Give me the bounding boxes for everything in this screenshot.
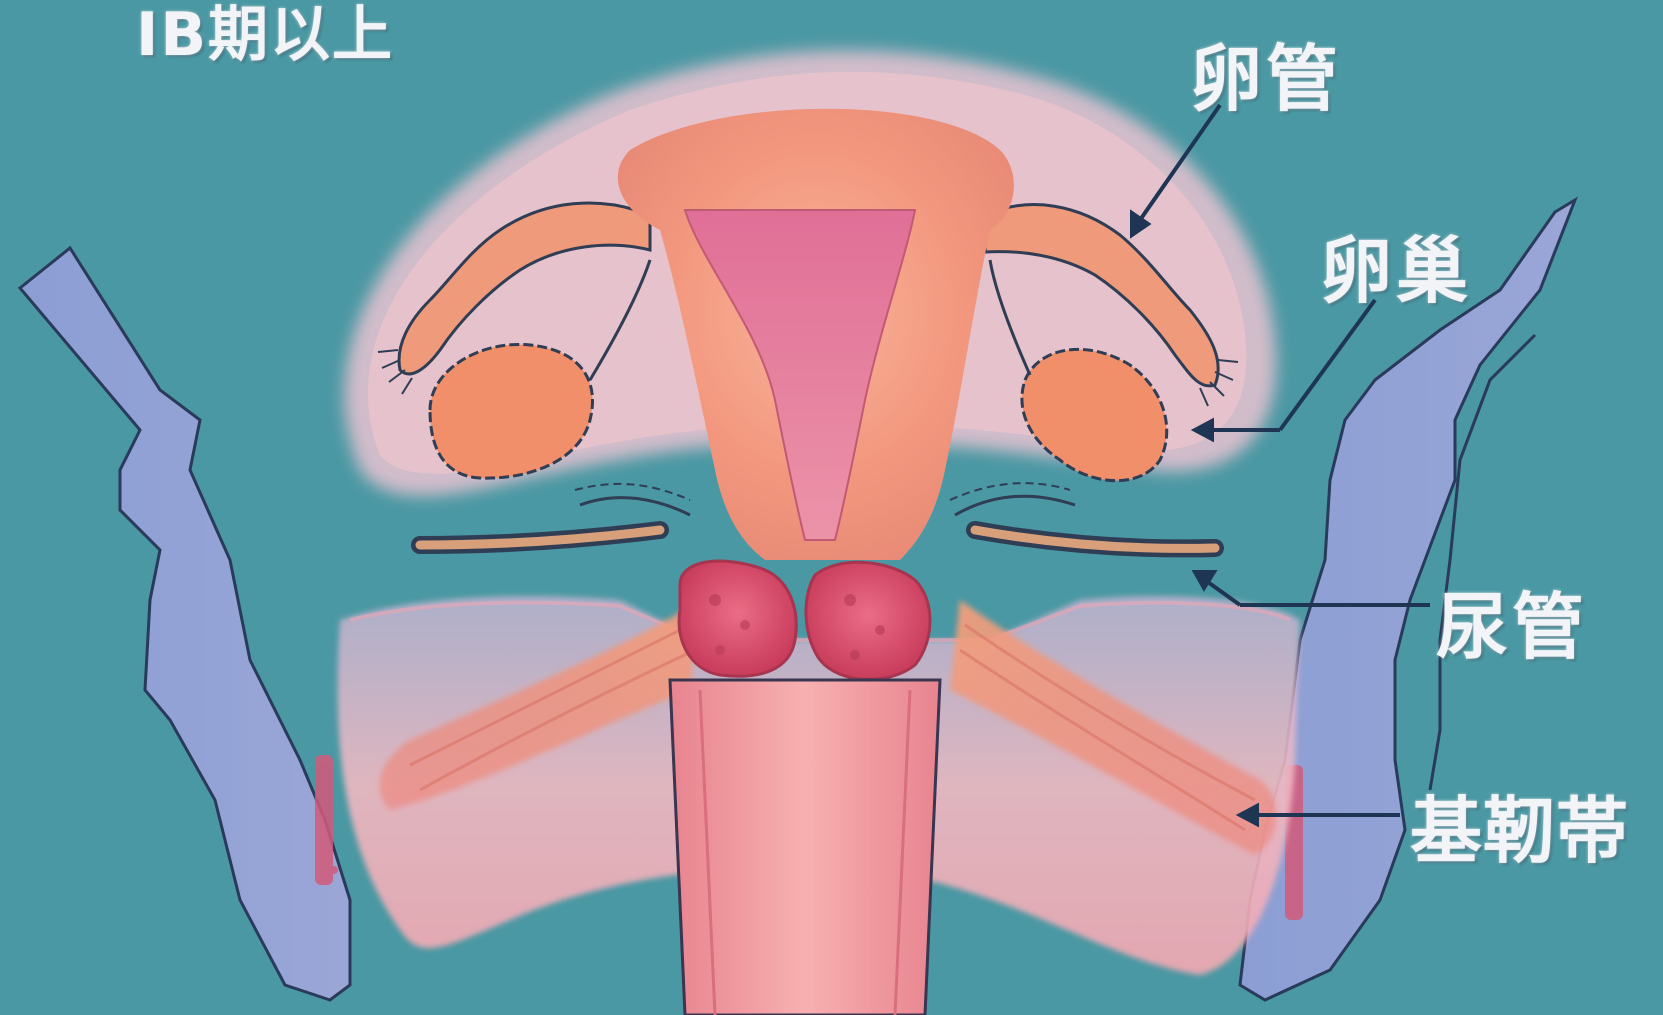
label-ovary: 卵巢 xyxy=(1320,212,1472,317)
label-cardinal-ligament: 基靭帯 xyxy=(1410,772,1629,877)
stage-title: IB期以上 xyxy=(136,0,394,73)
label-fallopian-tube: 卵管 xyxy=(1190,20,1342,125)
vagina xyxy=(670,680,940,1015)
label-ureter: 尿管 xyxy=(1436,568,1588,673)
